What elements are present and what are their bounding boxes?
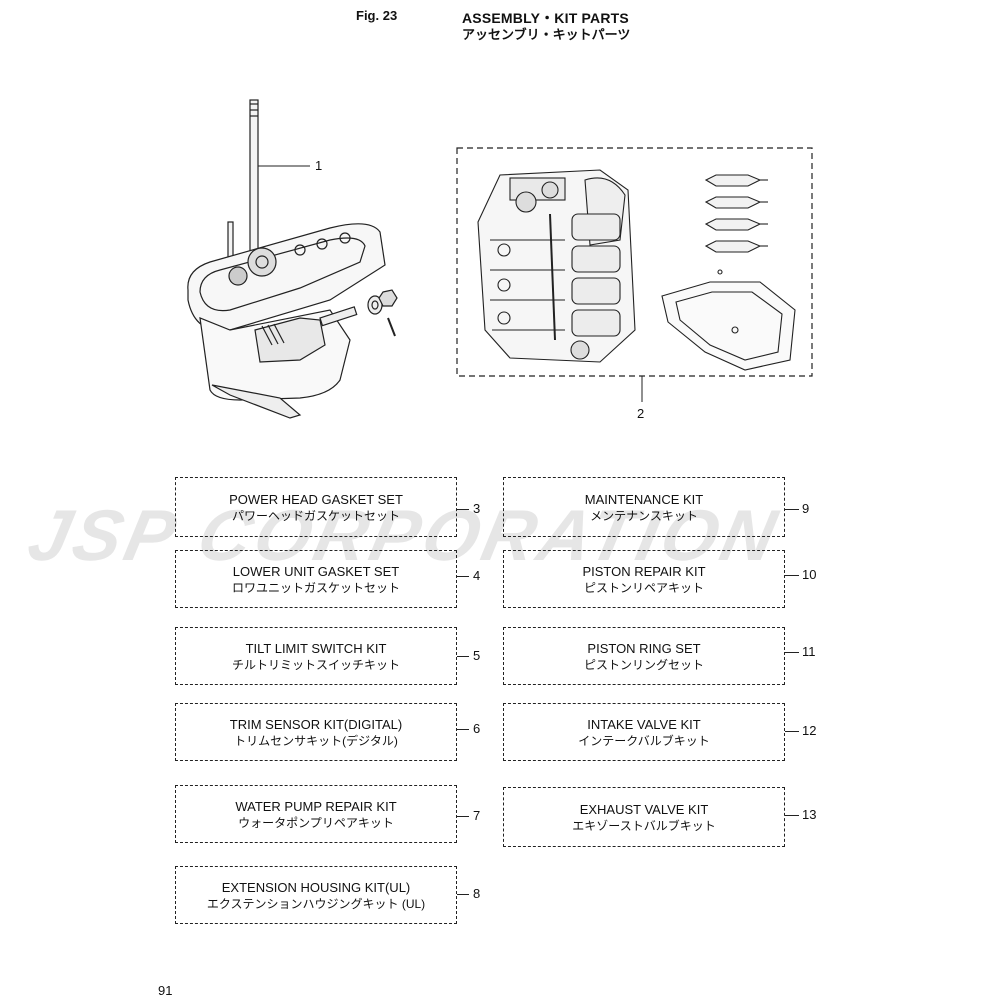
- kit-name-jp: ロワユニットガスケットセット: [231, 580, 400, 595]
- kit-name-en: TILT LIMIT SWITCH KIT: [245, 640, 387, 656]
- kit-tilt-limit-switch-kit[interactable]: TILT LIMIT SWITCH KIT チルトリミットスイッチキット: [175, 627, 457, 685]
- leader-line: [457, 656, 469, 657]
- callout-8: 8: [473, 886, 481, 901]
- callout-6: 6: [473, 721, 481, 736]
- kit-name-jp: ウォータポンプリペアキット: [238, 815, 394, 830]
- callout-7: 7: [473, 808, 481, 823]
- leader-line: [785, 815, 799, 816]
- leader-line: [785, 575, 799, 576]
- callout-2: 2: [637, 406, 644, 421]
- kit-name-en: TRIM SENSOR KIT(DIGITAL): [229, 716, 403, 732]
- kit-power-head-gasket-set[interactable]: POWER HEAD GASKET SET パワーヘッドガスケットセット: [175, 477, 457, 537]
- callout-3: 3: [473, 501, 481, 516]
- callout-1: 1: [315, 158, 322, 173]
- leader-line: [457, 576, 469, 577]
- kit-piston-ring-set[interactable]: PISTON RING SET ピストンリングセット: [503, 627, 785, 685]
- kit-water-pump-repair-kit[interactable]: WATER PUMP REPAIR KIT ウォータポンプリペアキット: [175, 785, 457, 843]
- page-title-jp: アッセンブリ・キットパーツ: [462, 27, 631, 42]
- kit-name-jp: ピストンリペアキット: [583, 580, 704, 595]
- kit-name-en: PISTON REPAIR KIT: [582, 563, 706, 579]
- callout-4: 4: [473, 568, 481, 583]
- kit-name-jp: インテークバルブキット: [578, 733, 710, 748]
- kit-name-en: PISTON RING SET: [587, 640, 701, 656]
- kit-intake-valve-kit[interactable]: INTAKE VALVE KIT インテークバルブキット: [503, 703, 785, 761]
- kit-name-jp: ピストンリングセット: [583, 657, 704, 672]
- kit-trim-sensor-kit[interactable]: TRIM SENSOR KIT(DIGITAL) トリムセンサキット(デジタル): [175, 703, 457, 761]
- kit-name-jp: エクステンションハウジングキット (UL): [206, 896, 426, 911]
- kit-exhaust-valve-kit[interactable]: EXHAUST VALVE KIT エキゾーストバルブキット: [503, 787, 785, 847]
- kit-name-en: EXHAUST VALVE KIT: [579, 801, 709, 817]
- leader-line: [785, 731, 799, 732]
- kit-name-jp: パワーヘッドガスケットセット: [231, 508, 400, 523]
- kit-maintenance-kit[interactable]: MAINTENANCE KIT メンテナンスキット: [503, 477, 785, 537]
- kit-name-en: EXTENSION HOUSING KIT(UL): [221, 879, 411, 895]
- kit-name-en: INTAKE VALVE KIT: [587, 716, 701, 732]
- page-title-en: ASSEMBLY・KIT PARTS: [462, 10, 629, 26]
- leader-line: [785, 652, 799, 653]
- callout-13: 13: [802, 807, 817, 822]
- kit-name-en: MAINTENANCE KIT: [584, 491, 704, 507]
- kit-name-jp: エキゾーストバルブキット: [572, 818, 716, 833]
- kit-lower-unit-gasket-set[interactable]: LOWER UNIT GASKET SET ロワユニットガスケットセット: [175, 550, 457, 608]
- callout-10: 10: [802, 567, 817, 582]
- leader-line: [457, 729, 469, 730]
- kit-name-en: POWER HEAD GASKET SET: [229, 491, 403, 507]
- kit-name-jp: メンテナンスキット: [590, 508, 698, 523]
- kit-name-en: WATER PUMP REPAIR KIT: [235, 798, 397, 814]
- power-head-drawing: [477, 169, 796, 402]
- callout-12: 12: [802, 723, 817, 738]
- kit-name-en: LOWER UNIT GASKET SET: [232, 563, 400, 579]
- kit-extension-housing-kit[interactable]: EXTENSION HOUSING KIT(UL) エクステンションハウジングキ…: [175, 866, 457, 924]
- leader-line: [785, 509, 799, 510]
- leader-line: [457, 894, 469, 895]
- leader-line: [457, 816, 469, 817]
- callout-11: 11: [802, 644, 816, 659]
- lower-unit-drawing[interactable]: [187, 99, 398, 419]
- kit-name-jp: チルトリミットスイッチキット: [231, 657, 400, 672]
- figure-label: Fig. 23: [356, 8, 398, 23]
- kit-name-jp: トリムセンサキット(デジタル): [234, 733, 398, 748]
- callout-5: 5: [473, 648, 481, 663]
- callout-9: 9: [802, 501, 810, 516]
- kit-piston-repair-kit[interactable]: PISTON REPAIR KIT ピストンリペアキット: [503, 550, 785, 608]
- page-number: 91: [158, 983, 173, 998]
- leader-line: [457, 509, 469, 510]
- power-head-frame[interactable]: [456, 147, 813, 377]
